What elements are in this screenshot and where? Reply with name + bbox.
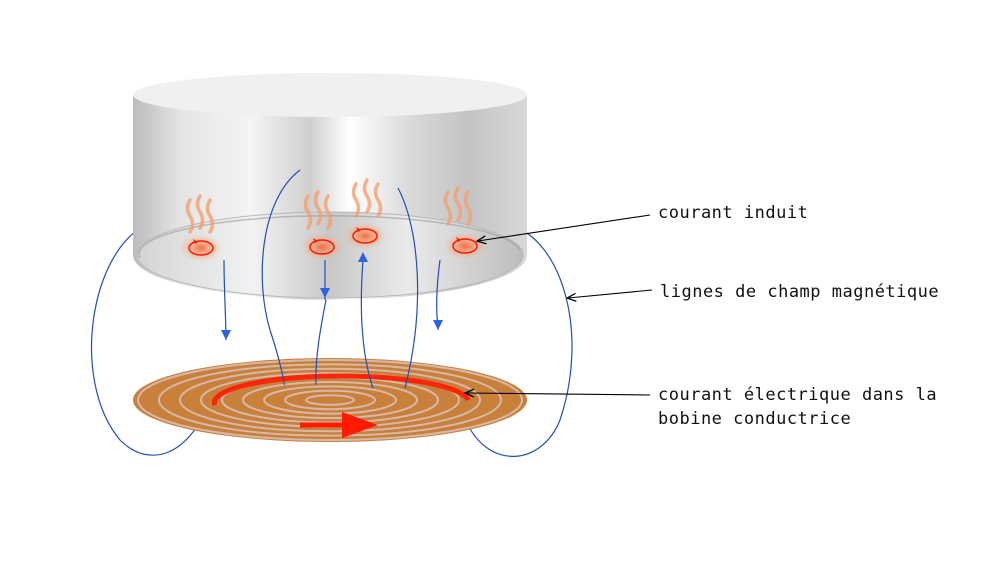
- eddy-current-4: [443, 232, 487, 260]
- coil-ring: [263, 385, 397, 415]
- field-line-4: [360, 259, 374, 389]
- annotation-lines: [466, 214, 653, 395]
- field-arrow-3: [358, 252, 368, 262]
- heat-wave-3: [351, 178, 383, 218]
- coil-ring: [305, 394, 355, 406]
- field-arrow-4: [433, 320, 443, 330]
- induced-currents: [179, 222, 487, 262]
- coil-ring: [252, 383, 408, 417]
- coil-ring: [168, 365, 492, 435]
- heat-wave-2: [303, 190, 333, 230]
- coil-current-arrowhead: [342, 412, 378, 438]
- field-line-5: [397, 187, 419, 389]
- field-arrow-2: [320, 288, 330, 298]
- pan: [133, 73, 527, 300]
- field-lines-front: [223, 169, 441, 389]
- coil-ring: [189, 370, 471, 430]
- pointer-induit: [478, 214, 651, 241]
- coil-ring: [315, 396, 345, 404]
- field-line-3b: [315, 299, 327, 386]
- pointer-coil: [466, 393, 651, 395]
- field-line-right-outer: [461, 225, 573, 457]
- field-line-left-outer: [91, 223, 211, 456]
- label-induced-current: courant induit: [658, 203, 809, 223]
- coil-ring: [231, 378, 429, 422]
- coil-ring: [147, 361, 513, 439]
- eddy-current-2: [300, 233, 344, 261]
- heat-wave-1: [185, 194, 215, 234]
- coil-ring: [273, 387, 387, 413]
- coil-ring: [158, 363, 502, 437]
- pan-top-rim: [133, 73, 527, 117]
- pointer-champ: [568, 289, 653, 298]
- label-coil-current-line2: bobine conductrice: [658, 409, 852, 429]
- coil-ring: [284, 389, 376, 411]
- heat-waves: [185, 178, 473, 234]
- field-line-2: [261, 169, 301, 386]
- field-arrow-1: [221, 330, 231, 340]
- label-coil-current: courant électrique dans la bobine conduc…: [658, 383, 937, 431]
- coil-ring: [242, 381, 418, 419]
- coil-current-arrow-path: [211, 373, 471, 407]
- heat-wave-4: [443, 186, 473, 226]
- label-field-lines: lignes de champ magnétique: [660, 282, 940, 302]
- coil-ring: [179, 367, 481, 433]
- label-coil-current-line1: courant électrique dans la: [658, 385, 938, 405]
- coil: [133, 358, 527, 442]
- coil-ring: [137, 359, 523, 441]
- coil-ring: [294, 392, 366, 408]
- eddy-current-1: [179, 234, 223, 262]
- eddy-current-3: [343, 222, 387, 250]
- field-lines-back: [91, 223, 573, 457]
- field-arrows: [221, 252, 443, 340]
